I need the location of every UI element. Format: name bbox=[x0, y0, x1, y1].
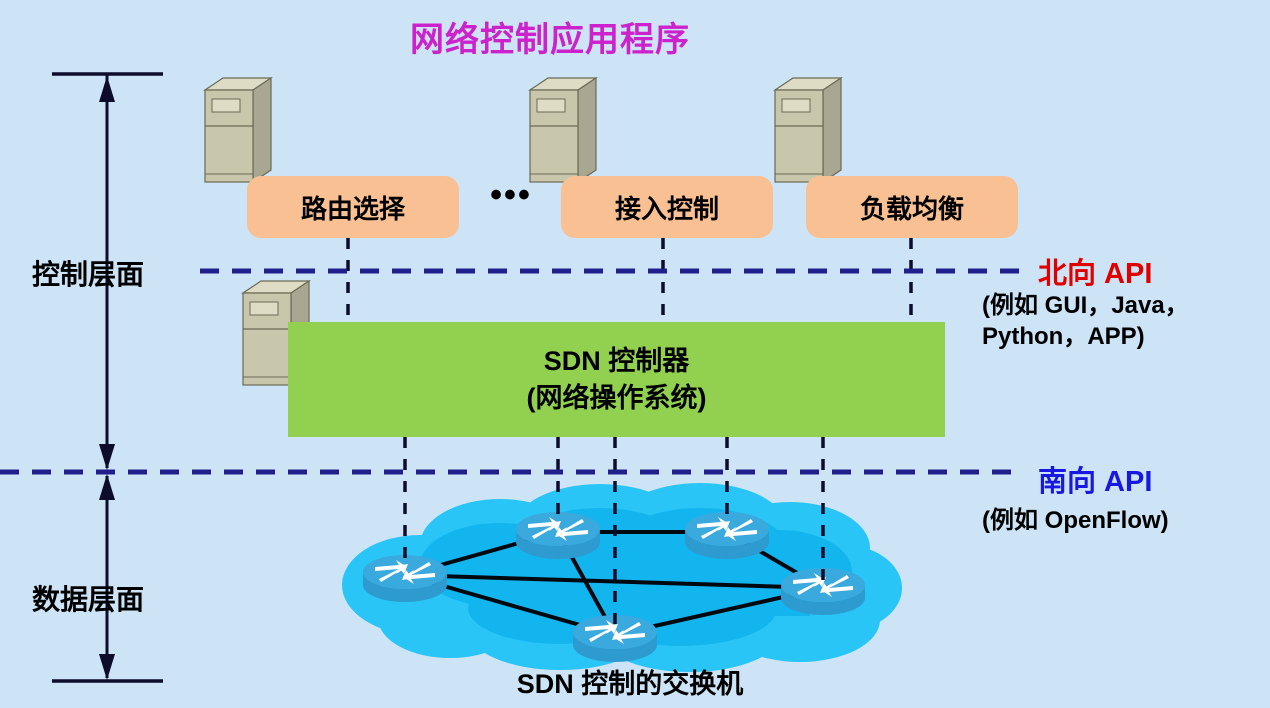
southbound-api-examples: (例如 OpenFlow) bbox=[982, 507, 1169, 534]
server-tower-icon bbox=[529, 77, 597, 183]
sdn-switch-node bbox=[516, 512, 600, 559]
sdn-switch-node bbox=[685, 512, 769, 559]
app-ellipsis: ••• bbox=[490, 176, 532, 214]
southbound-api-label: 南向 API bbox=[1038, 466, 1153, 498]
northbound-api-examples: (例如 GUI，Java， Python，APP) bbox=[982, 291, 1189, 352]
server-tower-icon bbox=[204, 77, 272, 183]
northbound-api-examples-line1: (例如 GUI，Java， bbox=[982, 292, 1189, 319]
northbound-api-examples-line2: Python，APP) bbox=[982, 322, 1145, 350]
app-box-access-control[interactable]: 接入控制 bbox=[561, 176, 773, 238]
northbound-connectors bbox=[346, 238, 913, 322]
controller-subtitle: (网络操作系统) bbox=[526, 382, 707, 413]
control-plane-label: 控制层面 bbox=[32, 259, 145, 290]
app-box-load-balancing[interactable]: 负载均衡 bbox=[806, 176, 1018, 238]
app-box-routing[interactable]: 路由选择 bbox=[247, 176, 459, 238]
control-plane-dimension-bracket bbox=[52, 72, 163, 470]
sdn-switch-node bbox=[363, 555, 447, 602]
southbound-connectors bbox=[403, 437, 825, 630]
server-tower-icon bbox=[774, 77, 842, 183]
sdn-controller-box[interactable]: SDN 控制器 (网络操作系统) bbox=[288, 322, 945, 437]
controller-title: SDN 控制器 bbox=[543, 346, 690, 377]
northbound-api-label: 北向 API bbox=[1038, 258, 1153, 290]
page-title: 网络控制应用程序 bbox=[410, 21, 690, 59]
data-plane-label: 数据层面 bbox=[32, 584, 145, 615]
switch-caption: SDN 控制的交换机 bbox=[516, 669, 744, 699]
data-plane-dimension-bracket bbox=[52, 474, 163, 683]
